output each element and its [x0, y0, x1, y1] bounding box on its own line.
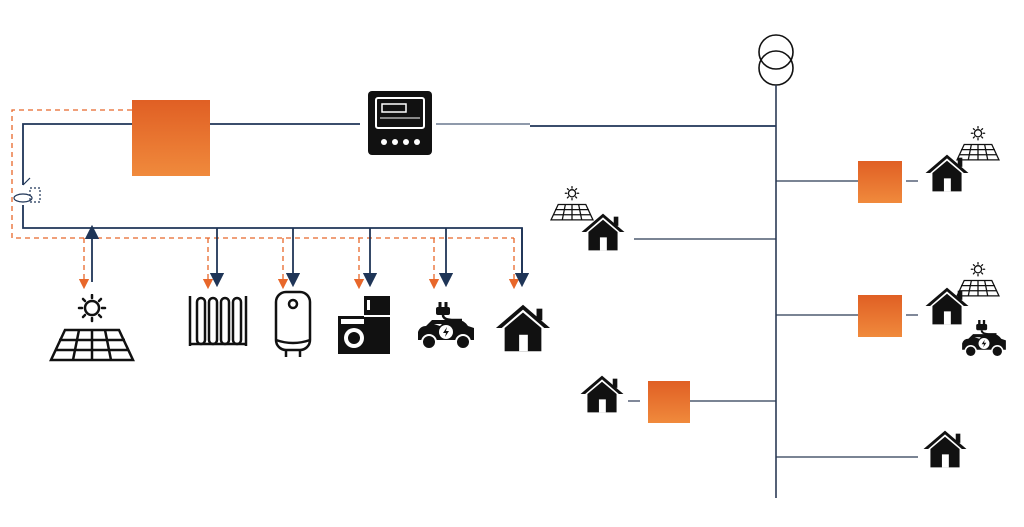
signal-lines: [11, 109, 520, 290]
solar-panel-icon: [956, 262, 1000, 297]
electricity-meter-icon: [368, 91, 432, 155]
house-icon: [580, 375, 624, 413]
electric-car-icon: [416, 300, 476, 351]
feeder-branches: [628, 180, 918, 458]
transformer-icon: [758, 34, 794, 86]
branch-1-controller: [858, 161, 902, 203]
house-icon: [581, 213, 625, 251]
solar-panel-icon: [550, 186, 594, 221]
radiator-icon: [188, 296, 248, 346]
electric-car-icon: [960, 318, 1008, 358]
water-heater-icon: [274, 290, 312, 357]
house-icon: [923, 430, 967, 468]
breaker-switch-icon: [13, 177, 41, 203]
solar-panel-icon: [49, 294, 135, 362]
house-icon: [925, 287, 969, 325]
solar-panel-icon: [956, 126, 1000, 161]
main-controller-box: [132, 100, 210, 176]
branch-3-controller: [858, 295, 902, 337]
power-lines: [22, 123, 776, 288]
branch-4-controller: [648, 381, 690, 423]
house-icon: [495, 304, 551, 352]
washer-fridge-icon: [338, 296, 390, 354]
